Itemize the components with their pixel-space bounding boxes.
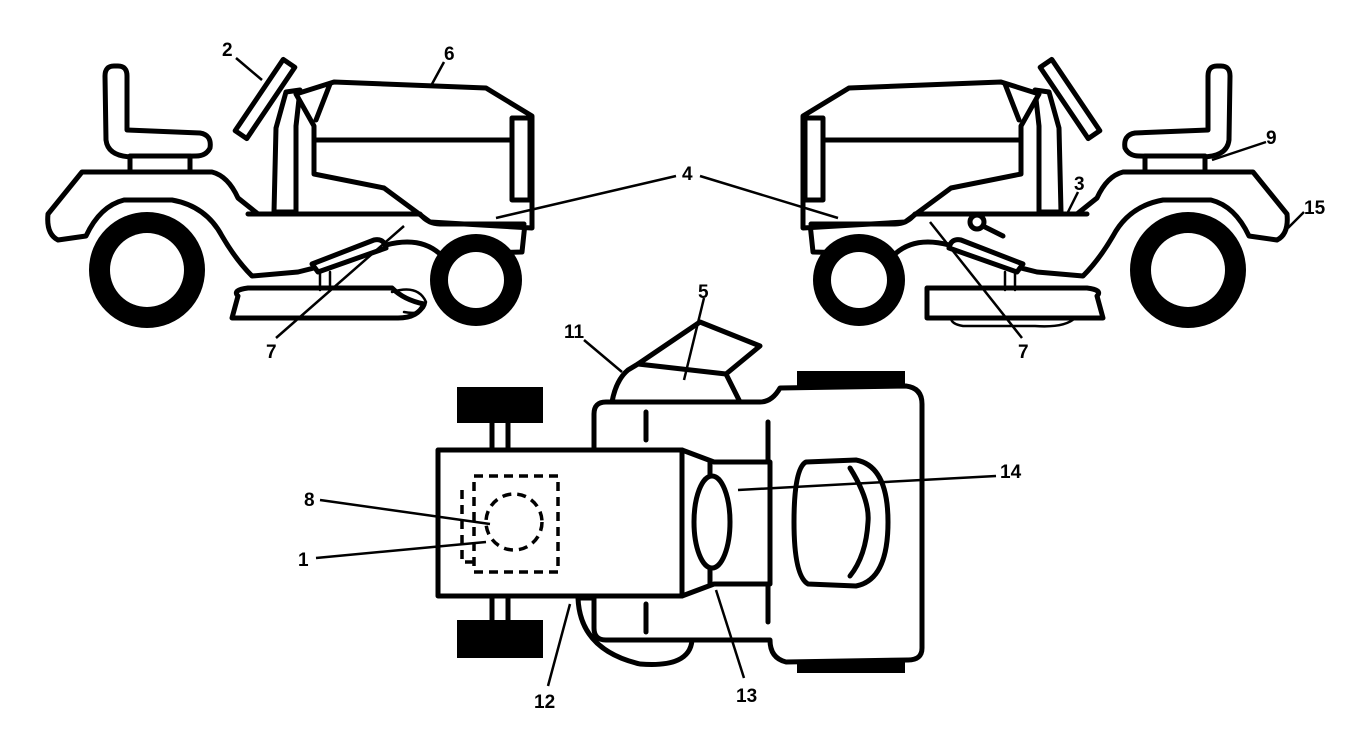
callout-numbers: 2 6 4 7 7 3 9 15 5 11 8 1 14 12 13 xyxy=(222,40,1326,713)
callout-8: 8 xyxy=(304,490,315,511)
pedal-left xyxy=(309,237,389,275)
hood-left xyxy=(293,79,535,231)
deck-support-right xyxy=(1003,270,1017,292)
leader-5 xyxy=(682,297,706,381)
tractor-top-view xyxy=(435,319,925,673)
deck-chute-right xyxy=(949,316,1077,328)
leader-12 xyxy=(546,603,572,687)
leader-4-right xyxy=(699,174,839,220)
front-wheel-top-lower xyxy=(457,620,543,658)
hood-top xyxy=(435,447,773,599)
leader-14 xyxy=(737,474,997,492)
steering-column-left xyxy=(271,87,303,215)
hood-right xyxy=(800,79,1042,231)
chute-fold-top xyxy=(635,361,729,377)
steering-wheel-left xyxy=(232,56,298,142)
mower-deck-right xyxy=(924,285,1106,321)
tractor-right-side-view xyxy=(800,56,1290,328)
callout-3: 3 xyxy=(1074,174,1085,195)
frame-skirt-left xyxy=(245,211,527,227)
callout-2: 2 xyxy=(222,40,233,61)
seat-left xyxy=(102,63,213,160)
callout-14: 14 xyxy=(1000,462,1022,483)
tractor-left-side-view xyxy=(45,56,535,328)
leader-9 xyxy=(1211,140,1267,162)
callout-9: 9 xyxy=(1266,128,1277,149)
deck-chute-left xyxy=(390,288,428,315)
mower-deck-left xyxy=(229,285,427,321)
front-axle-top xyxy=(489,419,511,625)
leader-1 xyxy=(315,540,487,560)
engine-outline-inner xyxy=(460,490,474,564)
frame-skirt-right xyxy=(808,211,1090,227)
seat-back-top xyxy=(847,465,871,579)
steering-top xyxy=(691,473,733,571)
leader-13 xyxy=(714,589,746,679)
callout-4: 4 xyxy=(682,164,693,185)
leader-2 xyxy=(235,57,263,81)
callout-1: 1 xyxy=(298,550,309,571)
grille-right xyxy=(802,115,826,203)
seat-top xyxy=(791,457,891,589)
discharge-chute-top xyxy=(609,319,763,405)
hood-crease-left xyxy=(313,81,333,123)
pedal-right xyxy=(946,237,1026,275)
front-wheel-top-upper xyxy=(457,387,543,423)
deck-support-left xyxy=(318,270,332,292)
rear-hub-right xyxy=(1151,233,1225,307)
lift-lever-right xyxy=(980,223,1006,239)
leader-11 xyxy=(583,339,623,373)
callout-12: 12 xyxy=(534,692,555,713)
leader-6 xyxy=(430,61,446,85)
callout-6: 6 xyxy=(444,44,455,65)
leader-8 xyxy=(319,498,491,526)
callout-11: 11 xyxy=(564,322,585,343)
callout-7-left: 7 xyxy=(266,342,277,363)
callout-leader-lines xyxy=(235,57,1305,687)
callout-15: 15 xyxy=(1304,198,1326,219)
lift-lever-knob-right xyxy=(967,212,987,232)
leader-3 xyxy=(1066,191,1080,213)
callout-7-right: 7 xyxy=(1018,342,1029,363)
leader-4-left xyxy=(495,174,677,220)
callout-5: 5 xyxy=(698,282,709,303)
front-hub-right xyxy=(831,252,887,308)
leader-15 xyxy=(1287,211,1305,229)
engine-filter-outline xyxy=(484,492,544,552)
hood-crease-right xyxy=(1002,81,1022,123)
steering-column-right xyxy=(1032,87,1064,215)
callout-13: 13 xyxy=(736,686,757,707)
seat-right xyxy=(1122,63,1233,160)
leader-7-right xyxy=(929,221,1023,339)
front-hub-left xyxy=(448,252,504,308)
rear-hub-left xyxy=(110,233,184,307)
leader-7-left xyxy=(275,225,405,339)
steering-wheel-right xyxy=(1037,56,1103,142)
grille-left xyxy=(509,115,533,203)
